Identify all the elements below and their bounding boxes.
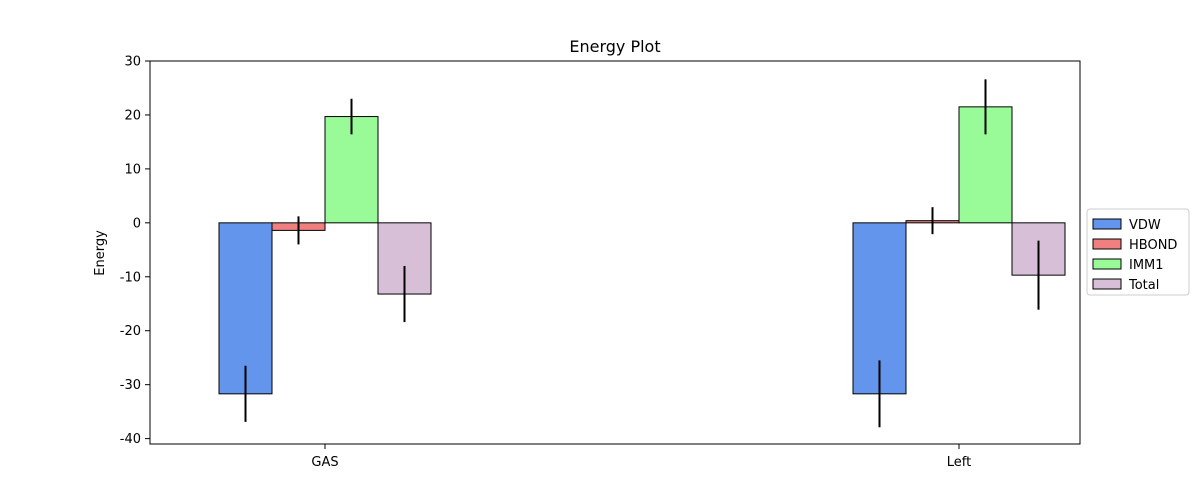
legend-label-hbond: HBOND [1129, 238, 1177, 253]
y-tick-label: 0 [133, 216, 141, 231]
legend-swatch-total [1092, 278, 1122, 290]
x-tick-label: GAS [311, 455, 338, 470]
x-tick-label: Left [947, 455, 971, 470]
y-axis-label: Energy [93, 230, 108, 276]
y-tick-label: 20 [124, 108, 141, 123]
legend-swatch-imm1 [1092, 258, 1122, 270]
legend-box [1086, 208, 1190, 296]
chart-title: Energy Plot [569, 37, 660, 56]
y-tick-label: 10 [124, 162, 141, 177]
y-tick-label: -10 [120, 270, 141, 285]
y-tick-label: -30 [120, 378, 141, 393]
legend-label-total: Total [1128, 278, 1159, 293]
legend-swatch-hbond [1092, 238, 1122, 250]
y-tick-label: -20 [120, 324, 141, 339]
axes-frame [149, 60, 1081, 445]
legend-label-imm1: IMM1 [1129, 258, 1164, 273]
y-tick-label: 30 [124, 55, 141, 70]
y-tick-label: -40 [120, 432, 141, 447]
bar-vdw-gas [218, 222, 273, 395]
legend-label-vdw: VDW [1129, 218, 1161, 233]
legend-swatch-vdw [1092, 218, 1122, 230]
bar-imm1-gas [324, 116, 379, 224]
